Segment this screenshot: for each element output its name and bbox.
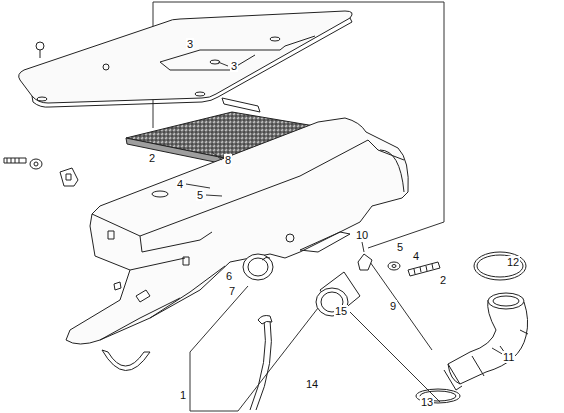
intake-elbow — [444, 293, 528, 390]
callout-number: 12 — [506, 256, 520, 268]
bottom-clamp — [102, 350, 150, 371]
callout-number: 3 — [186, 38, 194, 50]
callout-number: 8 — [224, 154, 232, 166]
hose-clamp-ring — [474, 252, 526, 280]
filter-cover — [19, 11, 352, 107]
callout-number: 2 — [148, 152, 156, 164]
callout-number: 6 — [225, 270, 233, 282]
callout-number: 3 — [230, 60, 238, 72]
right-fasteners — [358, 254, 440, 276]
callout-number: 4 — [176, 178, 184, 190]
callout-number: 2 — [439, 274, 447, 286]
callout-number: 7 — [228, 285, 236, 297]
drain-hose — [250, 320, 271, 410]
inlet-tube — [243, 254, 273, 280]
callout-number: 14 — [305, 378, 319, 390]
callout-number: 1 — [179, 389, 187, 401]
filter-housing — [66, 118, 408, 344]
small-clips — [114, 257, 272, 324]
callout-number: 5 — [396, 241, 404, 253]
callout-number: 4 — [412, 250, 420, 262]
callout-number: 10 — [355, 229, 369, 241]
callout-number: 15 — [334, 305, 348, 317]
callout-number: 5 — [196, 189, 204, 201]
leader-lines — [186, 62, 504, 355]
left-fasteners — [4, 158, 78, 186]
rubber-sleeve — [316, 272, 360, 316]
callout-number: 11 — [502, 351, 515, 363]
callout-number: 9 — [389, 300, 397, 312]
callout-number: 13 — [420, 396, 434, 408]
